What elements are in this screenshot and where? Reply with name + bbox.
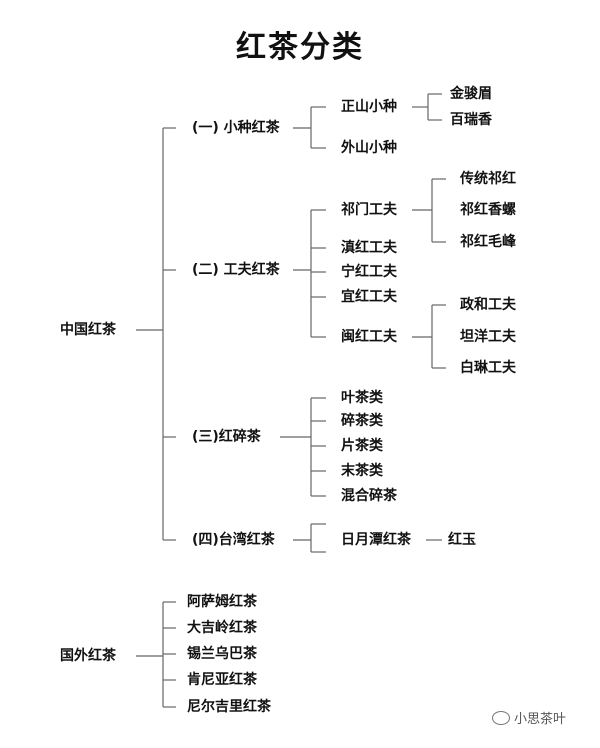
node-broken-grade: 碎茶类 bbox=[341, 413, 383, 429]
node-zhengshan-souchong: 正山小种 bbox=[341, 99, 397, 115]
node-minhong-gongfu: 闽红工夫 bbox=[341, 329, 397, 345]
node-nilgiri: 尼尔吉里红茶 bbox=[187, 699, 271, 715]
node-traditional-qihong: 传统祁红 bbox=[460, 171, 516, 187]
node-ceylon-uva: 锡兰乌巴茶 bbox=[187, 646, 257, 662]
node-sun-moon-lake: 日月潭红茶 bbox=[341, 532, 411, 548]
node-bailin-gongfu: 白琳工夫 bbox=[460, 360, 516, 376]
watermark: 小思茶叶 bbox=[492, 708, 566, 727]
node-assam: 阿萨姆红茶 bbox=[187, 594, 257, 610]
node-dust-grade: 末茶类 bbox=[341, 463, 383, 479]
wechat-icon bbox=[492, 710, 510, 725]
node-qimen-gongfu: 祁门工夫 bbox=[341, 202, 397, 218]
node-dianhong-gongfu: 滇红工夫 bbox=[341, 240, 397, 256]
node-tanyang-gongfu: 坦洋工夫 bbox=[460, 329, 516, 345]
node-fannings-grade: 片茶类 bbox=[341, 438, 383, 454]
node-souchong: (一) 小种红茶 bbox=[192, 120, 280, 136]
node-hongyu: 红玉 bbox=[448, 532, 476, 548]
node-zhenghe-gongfu: 政和工夫 bbox=[460, 297, 516, 313]
diagram-title: 红茶分类 bbox=[236, 30, 364, 65]
node-bairuixiang: 百瑞香 bbox=[450, 112, 492, 128]
node-qihong-xiangluo: 祁红香螺 bbox=[460, 202, 516, 218]
node-ninghong-gongfu: 宁红工夫 bbox=[341, 264, 397, 280]
watermark-text: 小思茶叶 bbox=[514, 712, 567, 727]
node-leaf-grade: 叶茶类 bbox=[341, 390, 383, 406]
node-yihong-gongfu: 宜红工夫 bbox=[341, 289, 397, 305]
node-broken: (三)红碎茶 bbox=[192, 429, 261, 445]
node-jinjunmei: 金骏眉 bbox=[450, 86, 492, 102]
node-darjeeling: 大吉岭红茶 bbox=[187, 620, 257, 636]
node-gongfu: (二) 工夫红茶 bbox=[192, 262, 280, 278]
node-taiwan: (四)台湾红茶 bbox=[192, 532, 275, 548]
node-qihong-maofeng: 祁红毛峰 bbox=[460, 234, 516, 250]
node-waishan-souchong: 外山小种 bbox=[341, 140, 397, 156]
node-china-black-tea: 中国红茶 bbox=[60, 322, 116, 338]
node-mixed-broken: 混合碎茶 bbox=[341, 488, 397, 504]
node-kenya: 肯尼亚红茶 bbox=[187, 672, 257, 688]
node-foreign-black-tea: 国外红茶 bbox=[60, 648, 116, 664]
